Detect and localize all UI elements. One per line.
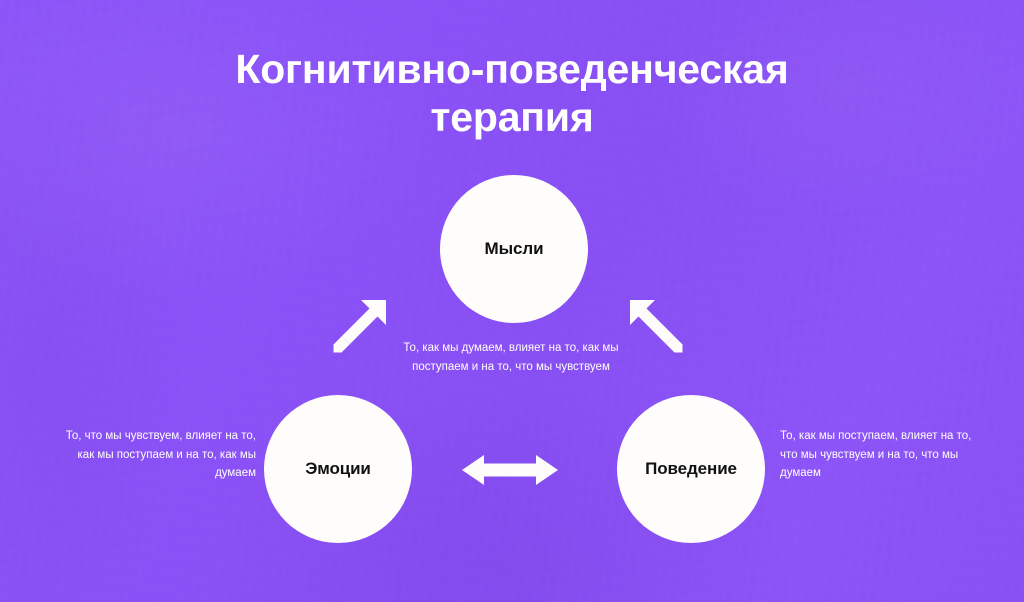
node-thoughts[interactable]: Мысли xyxy=(440,175,588,323)
description-behavior: То, как мы поступаем, влияет на то, что … xyxy=(780,430,972,480)
node-behavior-label: Поведение xyxy=(645,459,737,478)
arrow-emotions-behavior xyxy=(462,452,558,488)
description-emotions: То, что мы чувствуем, влияет на то, как … xyxy=(65,430,256,480)
arrow-thoughts-behavior xyxy=(618,288,690,360)
description-thoughts: То, как мы думаем, влияет на то, как мы … xyxy=(403,342,619,373)
node-emotions[interactable]: Эмоции xyxy=(264,395,412,543)
node-thoughts-label: Мысли xyxy=(484,239,544,258)
page-title: Когнитивно-поведенческая терапия xyxy=(235,46,789,140)
arrow-thoughts-emotions xyxy=(326,288,398,360)
node-behavior[interactable]: Поведение xyxy=(617,395,765,543)
node-emotions-label: Эмоции xyxy=(305,459,371,478)
